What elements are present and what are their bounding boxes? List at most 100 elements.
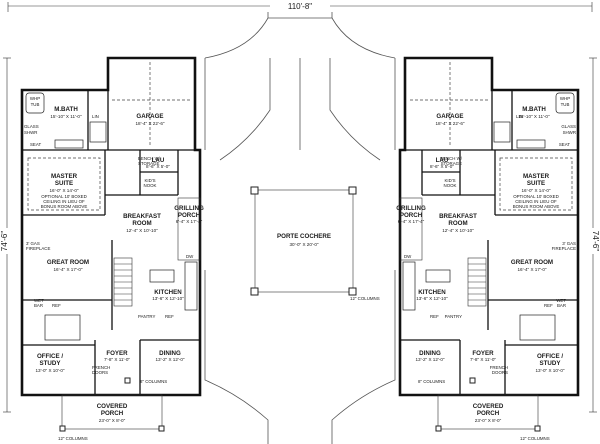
porte-cochere-columns-note: 12" COLUMNS bbox=[350, 296, 380, 301]
left-breakfast-size: 12'-4" X 10'-10" bbox=[126, 228, 158, 233]
right-nook-label: NOOK bbox=[444, 183, 457, 188]
left-seat-label: SEAT bbox=[30, 142, 41, 147]
right-fireplace-label: FIREPLACE bbox=[552, 246, 576, 251]
column bbox=[158, 425, 165, 432]
dimension-lines: 110'-8" 74'-6" 74'-6" bbox=[0, 0, 600, 413]
column bbox=[435, 425, 442, 432]
right-kitchen-size: 13'-6" X 12'-10" bbox=[416, 296, 448, 301]
left-french-label: FRENCH bbox=[92, 365, 110, 370]
right-glass-label: GLASS bbox=[561, 124, 576, 129]
right-great-label: GREAT ROOM bbox=[511, 259, 553, 266]
column bbox=[250, 287, 259, 296]
right-great-size: 16'-4" X 17'-0" bbox=[517, 267, 546, 272]
left-wet-label: WET bbox=[34, 298, 44, 303]
driveway bbox=[204, 12, 396, 444]
kitchen-counter bbox=[402, 261, 416, 311]
left-unit-labels: GARAGE 18'-4" X 22'-6" M.BATH 15'-10" X … bbox=[24, 96, 204, 441]
whirlpool-tub bbox=[25, 92, 45, 114]
right-master-label-2: SUITE bbox=[527, 180, 545, 187]
right-breakfast-size: 12'-4" X 10'-10" bbox=[442, 228, 474, 233]
column bbox=[59, 425, 66, 432]
left-ref-label-2: REF bbox=[52, 303, 61, 308]
right-kitchen-label: KITCHEN bbox=[418, 289, 446, 296]
left-grilling-label: GRILLING bbox=[174, 205, 204, 212]
kitchen-counter bbox=[184, 261, 198, 311]
right-dw-label: DW bbox=[404, 254, 412, 259]
right-unit bbox=[398, 56, 580, 432]
right-whp-label: WHP bbox=[560, 96, 570, 101]
left-office-size: 13'-0" X 10'-0" bbox=[35, 368, 64, 373]
left-porch-label: COVERED bbox=[97, 403, 128, 410]
left-porch-label-2: PORCH bbox=[101, 410, 124, 417]
right-grilling-label-2: PORCH bbox=[400, 212, 423, 219]
left-bench-label-2: STORAGE bbox=[138, 161, 159, 166]
powder-bath bbox=[519, 314, 556, 341]
left-breakfast-label: BREAKFAST bbox=[123, 213, 161, 220]
left-tub-label: TUB bbox=[31, 102, 40, 107]
right-mbath-size: 15'-10" X 11'-0" bbox=[518, 114, 550, 119]
right-master-note-1: OPTIONAL 10' BOXED bbox=[513, 194, 559, 199]
right-shwr-label: SHWR bbox=[563, 130, 576, 135]
right-bar-label: BAR bbox=[557, 303, 566, 308]
right-lau-size: 8'-6" X 5'-0" bbox=[430, 164, 454, 169]
left-master-label: MASTER bbox=[51, 173, 78, 180]
left-bar-label: BAR bbox=[34, 303, 43, 308]
left-mbath-size: 15'-10" X 11'-0" bbox=[50, 114, 82, 119]
right-gas-label: 3' GAS bbox=[562, 241, 576, 246]
right-foyer-label: FOYER bbox=[472, 350, 494, 357]
column bbox=[534, 425, 541, 432]
left-great-size: 16'-4" X 17'-0" bbox=[53, 267, 82, 272]
left-kitchen-label: KITCHEN bbox=[154, 289, 182, 296]
column bbox=[469, 377, 476, 384]
whirlpool-tub bbox=[555, 92, 575, 114]
left-master-note-3: BONUS ROOM ABOVE bbox=[41, 204, 88, 209]
left-grilling-label-2: PORCH bbox=[178, 212, 201, 219]
left-bench-label: BENCH W/ bbox=[138, 156, 161, 161]
powder-bath bbox=[44, 314, 81, 341]
right-depth-dimension: 74'-6" bbox=[591, 231, 600, 252]
right-pantry-label: PANTRY bbox=[445, 314, 462, 319]
right-tub-label: TUB bbox=[561, 102, 570, 107]
right-grilling-size: 6'-4" X 17'-4" bbox=[398, 219, 425, 224]
right-office-size: 13'-0" X 10'-0" bbox=[535, 368, 564, 373]
right-lin-label: LIN bbox=[516, 114, 523, 119]
left-porch-size: 23'-0" X 8'-0" bbox=[99, 418, 126, 423]
left-pantry-label: PANTRY bbox=[138, 314, 155, 319]
bath-vanity bbox=[54, 139, 84, 149]
right-master-note-2: CEILING IN LIEU OF bbox=[515, 199, 557, 204]
column bbox=[348, 186, 357, 195]
left-grilling-size: 6'-4" X 17'-4" bbox=[176, 219, 203, 224]
left-master-label-2: SUITE bbox=[55, 180, 73, 187]
kitchen-island bbox=[149, 269, 175, 283]
right-garage-label: GARAGE bbox=[436, 113, 463, 120]
left-foyer-size: 7'-8" X 11'-0" bbox=[104, 357, 130, 362]
left-dw-label: DW bbox=[186, 254, 194, 259]
left-gas-label: 3' GAS bbox=[26, 241, 40, 246]
left-lau-size: 8'-6" X 5'-0" bbox=[146, 164, 170, 169]
right-master-size: 16'-0" X 14'-0" bbox=[521, 188, 550, 193]
right-garage-size: 18'-4" X 22'-6" bbox=[435, 121, 464, 126]
bath-vanity bbox=[516, 139, 546, 149]
column bbox=[348, 287, 357, 296]
right-wet-label: WET bbox=[556, 298, 566, 303]
right-doors-label: DOORS bbox=[492, 370, 508, 375]
left-glass-label: GLASS bbox=[24, 124, 39, 129]
left-ref-label-1: REF bbox=[165, 314, 174, 319]
right-mbath-label: M.BATH bbox=[522, 106, 546, 113]
left-unit bbox=[20, 56, 202, 432]
left-master-note-2: CEILING IN LIEU OF bbox=[43, 199, 85, 204]
left-master-size: 16'-0" X 14'-0" bbox=[49, 188, 78, 193]
left-office-label: OFFICE / bbox=[37, 353, 63, 360]
right-bench-label: BENCH W/ bbox=[440, 156, 463, 161]
left-breakfast-label-2: ROOM bbox=[132, 220, 151, 227]
right-ref-label-1: REF bbox=[430, 314, 439, 319]
right-foyer-size: 7'-8" X 11'-0" bbox=[470, 357, 496, 362]
right-grilling-label: GRILLING bbox=[396, 205, 426, 212]
right-breakfast-label: BREAKFAST bbox=[439, 213, 477, 220]
right-unit-labels: GARAGE 18'-4" X 22'-6" M.BATH 15'-10" X … bbox=[396, 96, 576, 441]
right-office-label-2: STUDY bbox=[540, 360, 562, 367]
left-foyer-label: FOYER bbox=[106, 350, 128, 357]
right-dining-size: 13'-2" X 12'-0" bbox=[415, 357, 444, 362]
right-12in-columns-label: 12" COLUMNS bbox=[520, 436, 550, 441]
right-lau-label: LAU bbox=[436, 157, 449, 164]
